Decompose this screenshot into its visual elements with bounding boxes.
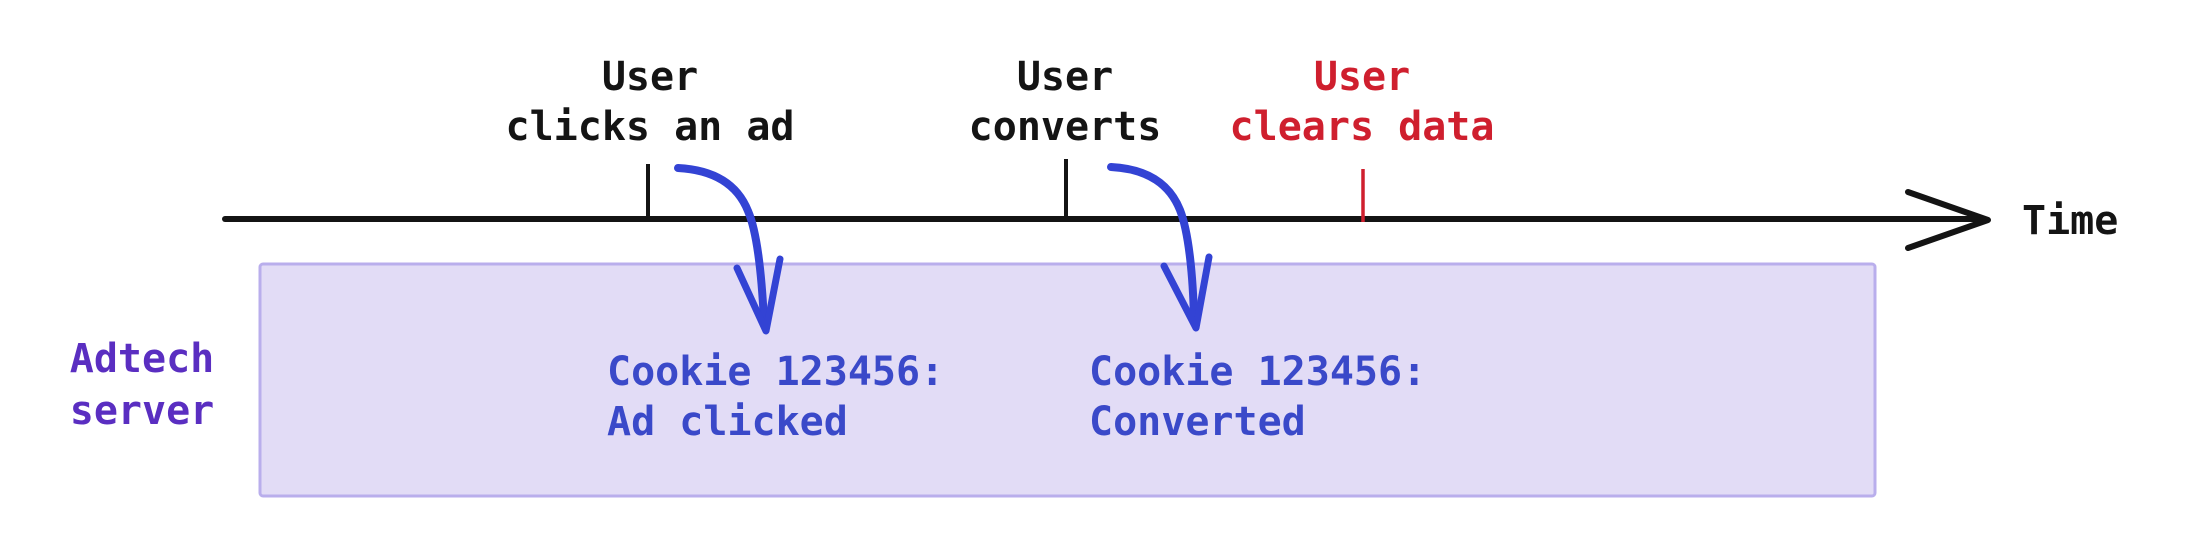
- adtech-server-label-line1: Adtech: [70, 336, 215, 382]
- arrow-click-to-server: [674, 164, 768, 326]
- event-label-data-clear-line1: User: [1314, 54, 1410, 100]
- event-label-conversion-line2: converts: [969, 104, 1162, 150]
- event-label-conversion-line1: User: [1017, 54, 1113, 100]
- cookie-record-ad-clicked-line2: Ad clicked: [607, 399, 848, 445]
- arrow-conversion-to-server: [1107, 163, 1198, 323]
- cookie-record-converted-line1: Cookie 123456:: [1089, 349, 1426, 395]
- cookie-record-ad-clicked-line1: Cookie 123456:: [607, 349, 944, 395]
- adtech-server-box: [258, 262, 1877, 498]
- adtech-server-label-line2: server: [70, 388, 215, 434]
- arrow-click-to-server-head-icon: [733, 255, 784, 335]
- event-label-ad-click-line1: User: [602, 54, 698, 100]
- time-axis-arrowhead-icon: [1905, 189, 1991, 251]
- cookie-record-converted-line2: Converted: [1089, 399, 1306, 445]
- event-label-ad-click-line2: clicks an ad: [506, 104, 795, 150]
- arrow-conversion-to-server-head-icon: [1160, 253, 1213, 332]
- event-label-data-clear-line2: clears data: [1230, 104, 1495, 150]
- time-axis-label: Time: [2022, 198, 2118, 244]
